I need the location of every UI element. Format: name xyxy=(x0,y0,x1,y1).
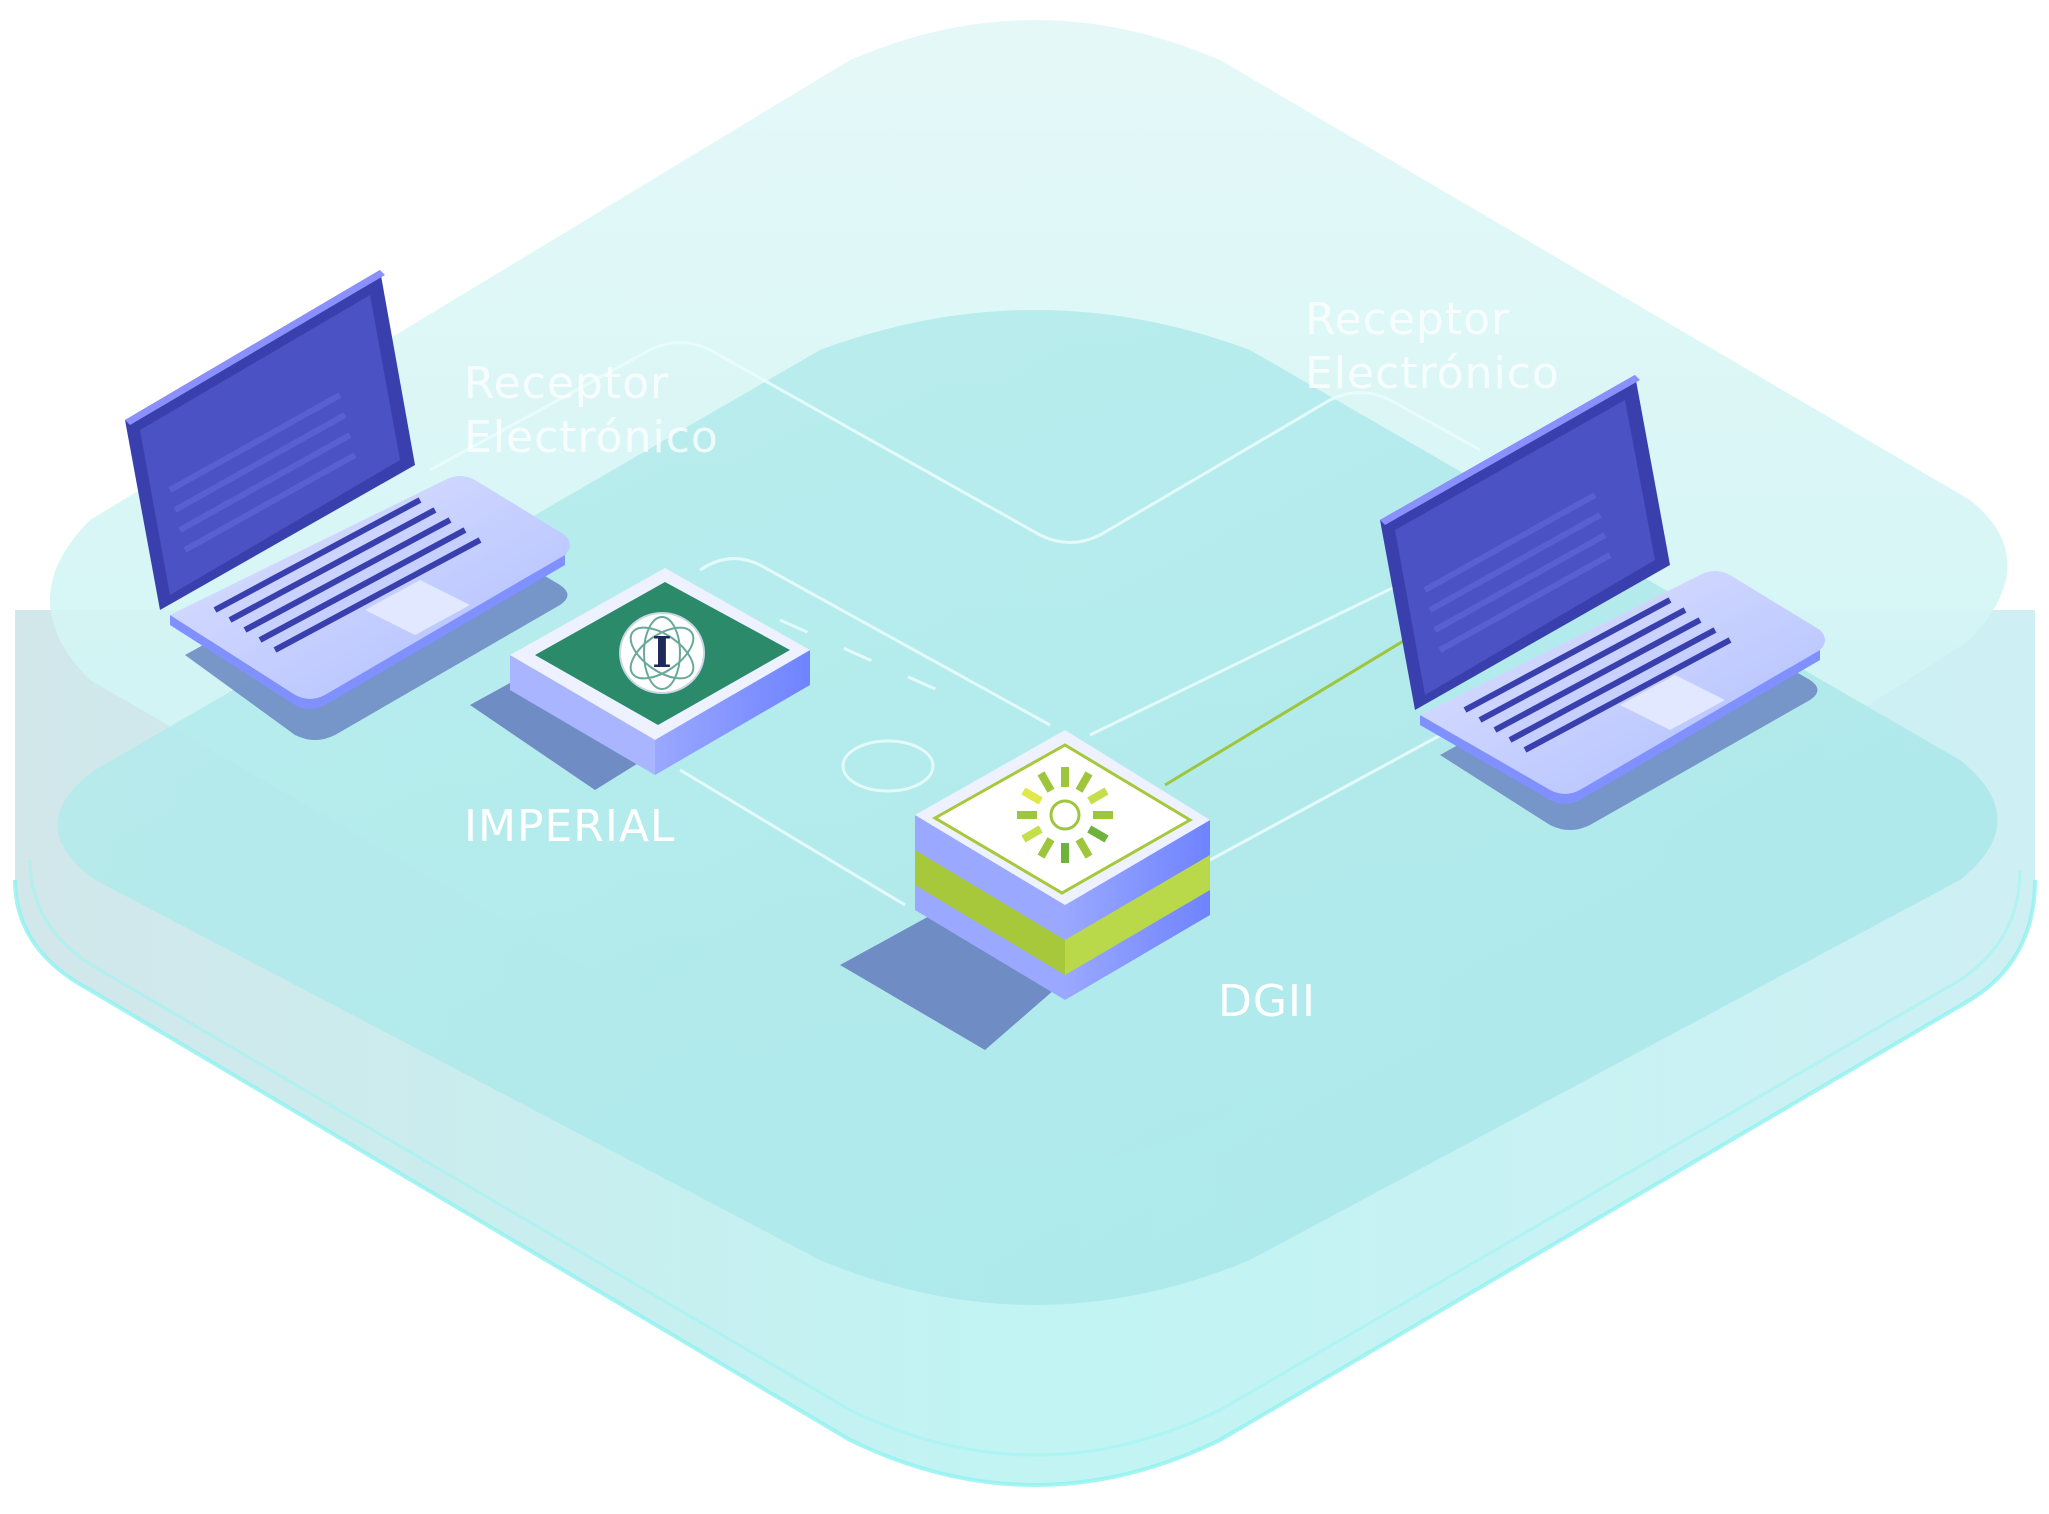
dgii-sun-logo-icon xyxy=(1017,767,1113,863)
connection-hub-ring xyxy=(841,739,935,793)
dgii-node[interactable] xyxy=(840,730,1210,1050)
connection-imperial-dashed xyxy=(779,618,961,702)
connections xyxy=(429,341,1481,907)
connection-imperial-to-dgii xyxy=(699,557,1051,727)
receptor-left-line2: Electrónico xyxy=(464,412,719,463)
laptop-left[interactable] xyxy=(125,270,570,740)
connection-top-loop xyxy=(429,341,1481,544)
receptor-left-line1: Receptor xyxy=(464,358,670,409)
platform xyxy=(13,20,2037,1487)
dgii-label: DGII xyxy=(1218,976,1316,1027)
laptop-keyboard xyxy=(213,497,482,653)
imperial-label: IMPERIAL xyxy=(464,801,676,852)
laptop-keyboard xyxy=(1463,597,1732,753)
laptop-right[interactable] xyxy=(1380,375,1825,830)
receptor-right-line1: Receptor xyxy=(1305,294,1511,345)
imperial-node[interactable]: I xyxy=(470,568,810,790)
connection-bottom xyxy=(679,768,906,907)
receptor-right-label: Receptor Electrónico xyxy=(1305,293,1560,401)
laptop-trackpad xyxy=(365,580,470,635)
connection-dgii-to-right xyxy=(1089,558,1451,737)
connection-dgii-lower-right xyxy=(1209,728,1451,862)
dgii-green-band xyxy=(915,850,1065,975)
tile-side xyxy=(655,650,810,775)
receptor-left-label: Receptor Electrónico xyxy=(464,357,719,465)
receptor-right-line2: Electrónico xyxy=(1305,348,1560,399)
connection-green-link xyxy=(1164,638,1406,787)
imperial-logo-icon: I xyxy=(619,612,705,694)
imperial-logo-letter: I xyxy=(652,628,672,677)
laptop-base xyxy=(170,476,570,699)
dgii-green-band xyxy=(1065,855,1210,975)
laptop-trackpad xyxy=(1620,675,1725,730)
tile-side xyxy=(510,655,655,775)
